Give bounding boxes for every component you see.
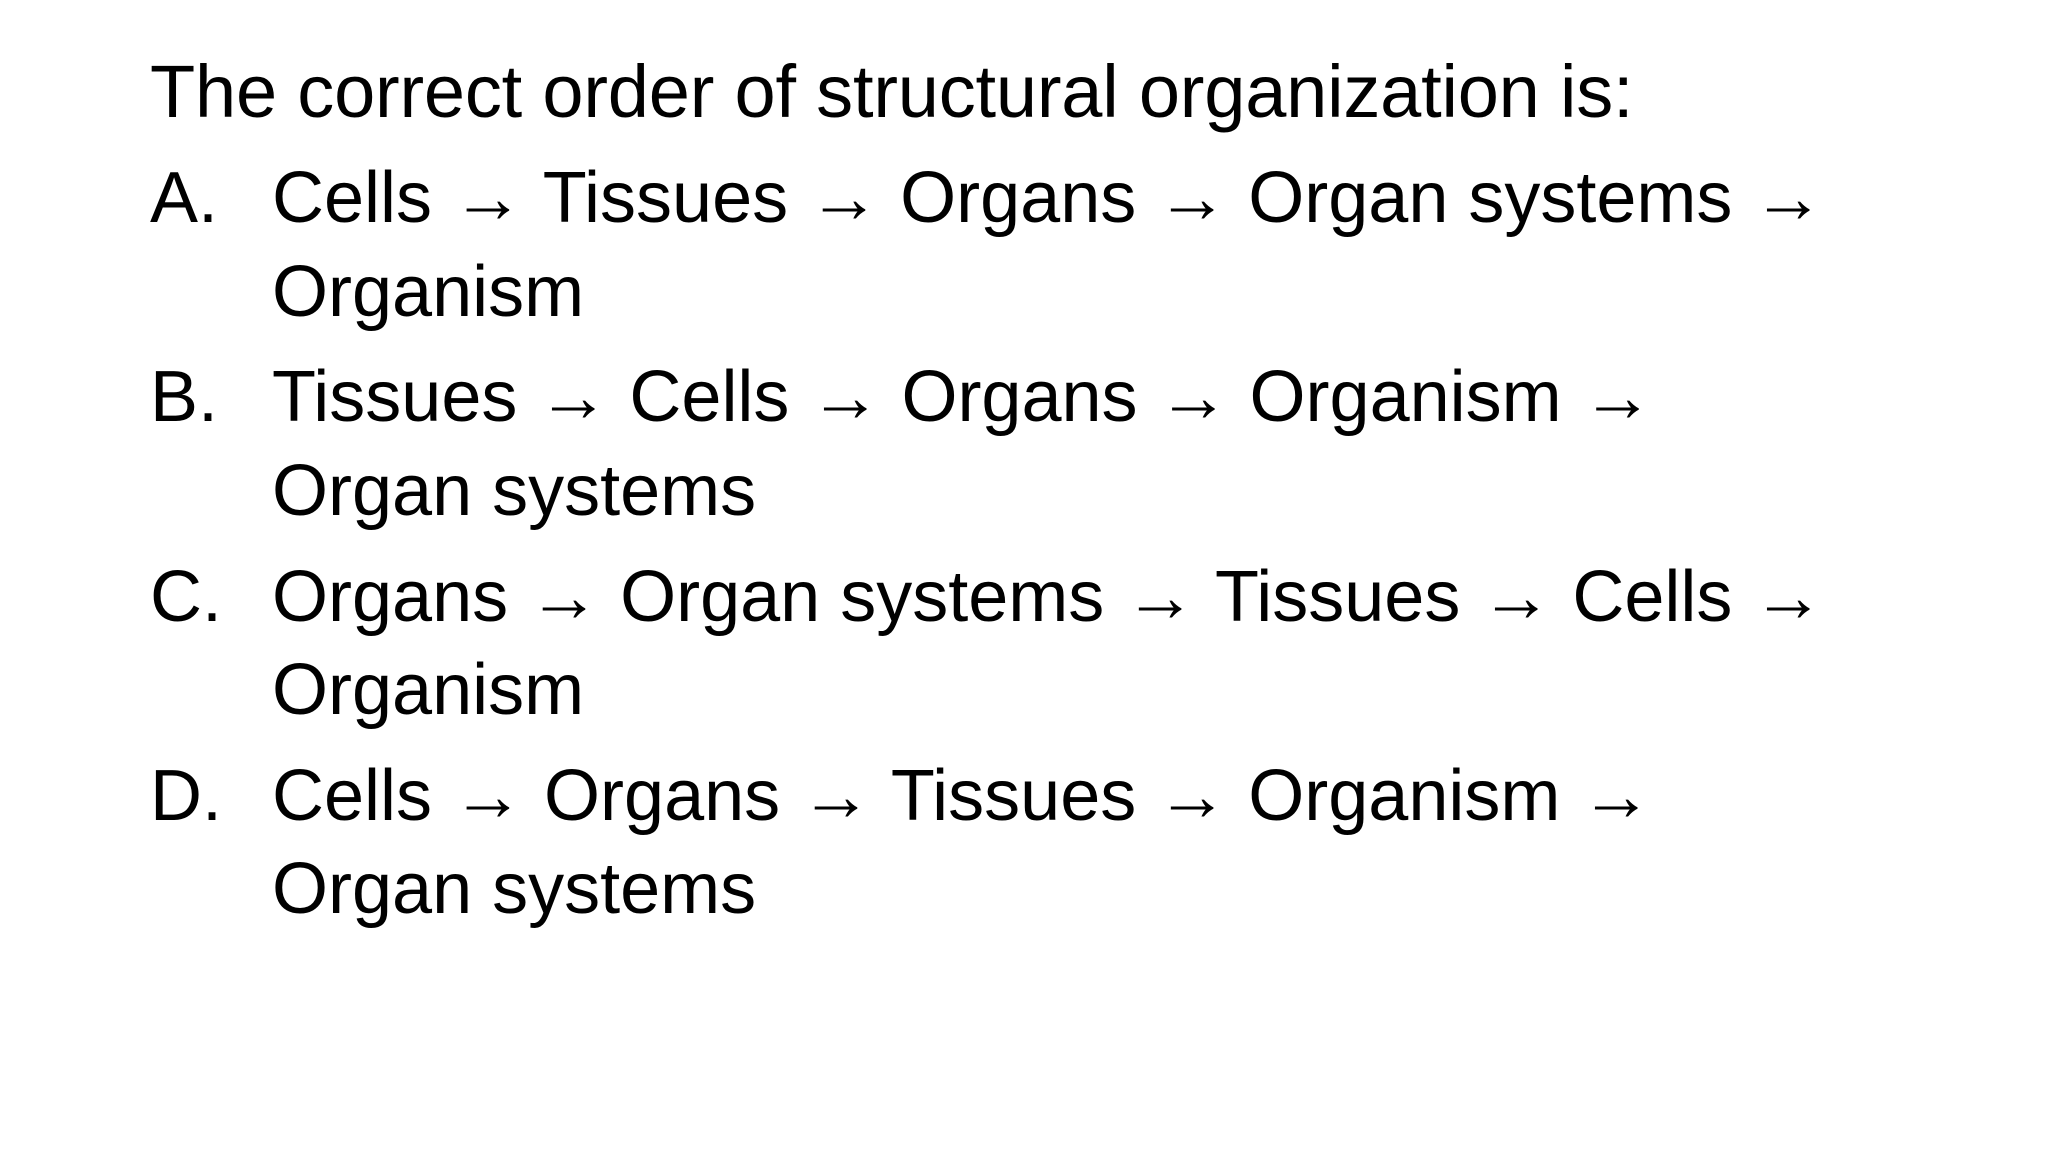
answer-options-list: A. Cells → Tissues → Organs → Organ syst… [150,152,1928,937]
answer-option-c[interactable]: C. Organs → Organ systems → Tissues → Ce… [150,551,1928,738]
option-text-c: Organs → Organ systems → Tissues → Cells… [272,556,1825,731]
option-marker-a: A. [150,158,219,239]
option-text-a: Cells → Tissues → Organs → Organ systems… [272,158,1825,332]
answer-option-b[interactable]: B. Tissues → Cells → Organs → Organism →… [150,351,1928,538]
option-marker-c: C. [150,556,222,637]
option-marker-d: D. [150,755,222,836]
option-text-d: Cells → Organs → Tissues → Organism → Or… [272,755,1653,930]
option-marker-b: B. [150,357,219,438]
answer-option-d[interactable]: D. Cells → Organs → Tissues → Organism →… [150,750,1928,937]
answer-option-a[interactable]: A. Cells → Tissues → Organs → Organ syst… [150,152,1928,339]
question-title: The correct order of structural organiza… [150,50,1634,133]
option-text-b: Tissues → Cells → Organs → Organism → Or… [272,357,1654,531]
